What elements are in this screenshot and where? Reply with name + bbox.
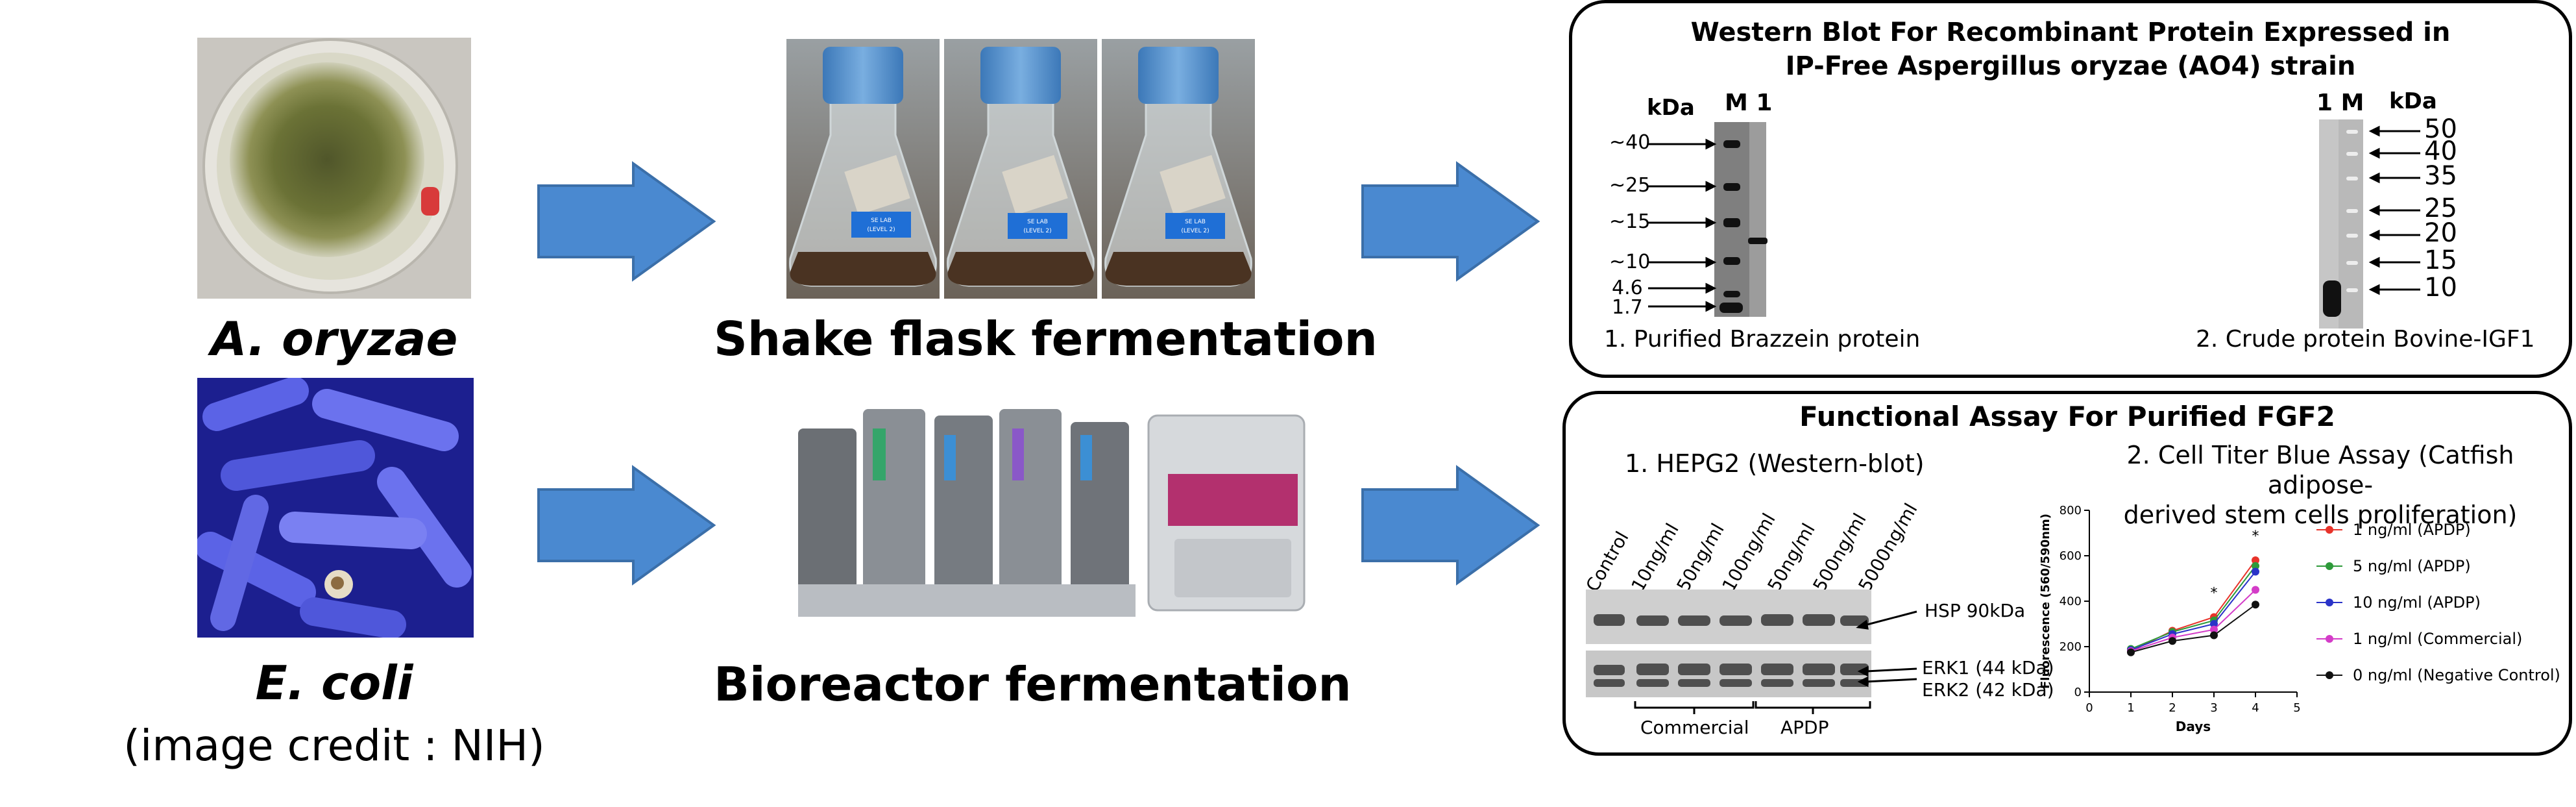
legend-label: 1 ng/ml (APDP) — [2353, 521, 2471, 539]
e-coli-label: E. coli — [255, 656, 413, 710]
legend-marker — [2326, 635, 2333, 643]
data-point — [2252, 586, 2259, 594]
x-axis-label: Days — [2176, 719, 2211, 734]
group-apdp-label: APDP — [1780, 717, 1829, 738]
flask-1: SE LAB (LEVEL 2) — [785, 38, 942, 300]
hepg2-heading: 1. HEPG2 (Western-blot) — [1625, 449, 1925, 478]
data-point — [2252, 556, 2259, 564]
y-tick-label: 200 — [2060, 640, 2082, 654]
y-tick-label: 600 — [2060, 549, 2082, 563]
x-tick-label: 1 — [2127, 701, 2134, 715]
svg-text:(LEVEL 2): (LEVEL 2) — [1181, 228, 1209, 234]
legend-marker — [2326, 562, 2333, 570]
caption-brazzein: 1. Purified Brazzein protein — [1604, 326, 1921, 353]
data-point — [2169, 637, 2176, 645]
data-point — [2252, 562, 2259, 570]
x-tick-label: 5 — [2293, 701, 2300, 715]
lane-labels-left: M 1 — [1725, 90, 1773, 116]
significance-mark: * — [2211, 586, 2218, 602]
band-erk2-label: ERK2 (42 kDa) — [1922, 679, 2054, 701]
hepg2-lane-labels: Control 10ng/ml 50ng/ml 100ng/ml 50ng/ml… — [1581, 500, 1926, 595]
arrow-icon — [537, 465, 716, 586]
x-tick-label: 0 — [2085, 701, 2093, 715]
caption-igf1: 2. Crude protein Bovine-IGF1 — [2196, 326, 2535, 353]
bioreactor-vessels — [798, 409, 1136, 617]
shake-flask-photo: SE LAB (LEVEL 2) SE LAB (LEVEL 2) SE LAB… — [785, 38, 1256, 300]
data-point — [2210, 625, 2218, 634]
x-tick-label: 3 — [2210, 701, 2217, 715]
y-tick-label: 400 — [2060, 595, 2082, 608]
group-commercial-label: Commercial — [1640, 717, 1749, 738]
svg-text:(LEVEL 2): (LEVEL 2) — [1023, 228, 1051, 234]
a-oryzae-label: A. oryzae — [210, 312, 458, 366]
series-line — [2130, 571, 2256, 651]
ctb-heading: 2. Cell Titer Blue Assay (Catfish adipos… — [2123, 441, 2518, 529]
series-line — [2130, 565, 2256, 650]
legend-label: 10 ng/ml (APDP) — [2353, 593, 2481, 612]
band-hsp-label: HSP 90kDa — [1925, 600, 2026, 621]
legend-marker — [2326, 599, 2333, 606]
lane-label: 5000ng/ml — [1854, 499, 1922, 595]
legend-label: 1 ng/ml (Commercial) — [2353, 630, 2522, 648]
image-credit: (image credit : NIH) — [123, 721, 545, 771]
data-point — [2252, 601, 2259, 609]
y-axis-label: Fluorescence (560/590nm) — [2039, 514, 2052, 689]
legend-marker — [2326, 671, 2333, 679]
series-line — [2130, 604, 2256, 653]
band-erk1-label: ERK1 (44 kDa) — [1922, 657, 2054, 678]
a-oryzae-plate-image — [197, 38, 471, 299]
svg-text:SE LAB: SE LAB — [1027, 219, 1048, 225]
legend-marker — [2326, 526, 2333, 534]
western-blot-title: Western Blot For Recombinant Protein Exp… — [1690, 18, 2451, 81]
svg-text:(LEVEL 2): (LEVEL 2) — [867, 227, 895, 233]
western-blot-left — [1648, 122, 1768, 317]
kda-label-left: kDa — [1647, 95, 1695, 121]
bioreactor-photo — [785, 390, 1315, 626]
bioreactor-label: Bioreactor fermentation — [714, 657, 1352, 712]
flask-2: SE LAB (LEVEL 2) — [942, 38, 1100, 300]
functional-assay-title: Functional Assay For Purified FGF2 — [1799, 401, 2335, 432]
arrow-icon — [1361, 161, 1540, 282]
e-coli-image — [197, 378, 474, 638]
y-tick-label: 800 — [2060, 504, 2082, 517]
western-blot-panel — [1569, 0, 2572, 378]
x-tick-label: 4 — [2252, 701, 2259, 715]
data-point — [2210, 631, 2218, 639]
shake-flask-label: Shake flask fermentation — [714, 312, 1378, 366]
hepg2-blot — [1586, 590, 1917, 714]
y-tick-label: 0 — [2074, 686, 2082, 699]
functional-assay-panel — [1562, 391, 2572, 756]
kda-label-right: kDa — [2389, 88, 2437, 114]
lane-labels-right: 1 M — [2316, 90, 2364, 116]
flask-3: SE LAB (LEVEL 2) — [1099, 38, 1256, 300]
data-point — [2252, 567, 2259, 576]
arrow-icon — [537, 161, 716, 282]
significance-mark: * — [2252, 528, 2259, 545]
western-blot-right — [2319, 119, 2420, 329]
arrow-icon — [1361, 465, 1540, 586]
svg-text:SE LAB: SE LAB — [1185, 219, 1206, 225]
legend-label: 0 ng/ml (Negative Control) — [2353, 666, 2560, 684]
x-tick-label: 2 — [2169, 701, 2176, 715]
series-line — [2130, 589, 2256, 652]
svg-text:SE LAB: SE LAB — [871, 217, 892, 224]
data-point — [2210, 620, 2218, 628]
legend-label: 5 ng/ml (APDP) — [2353, 557, 2471, 575]
lane-label: Control — [1581, 527, 1633, 595]
data-point — [2127, 648, 2135, 656]
